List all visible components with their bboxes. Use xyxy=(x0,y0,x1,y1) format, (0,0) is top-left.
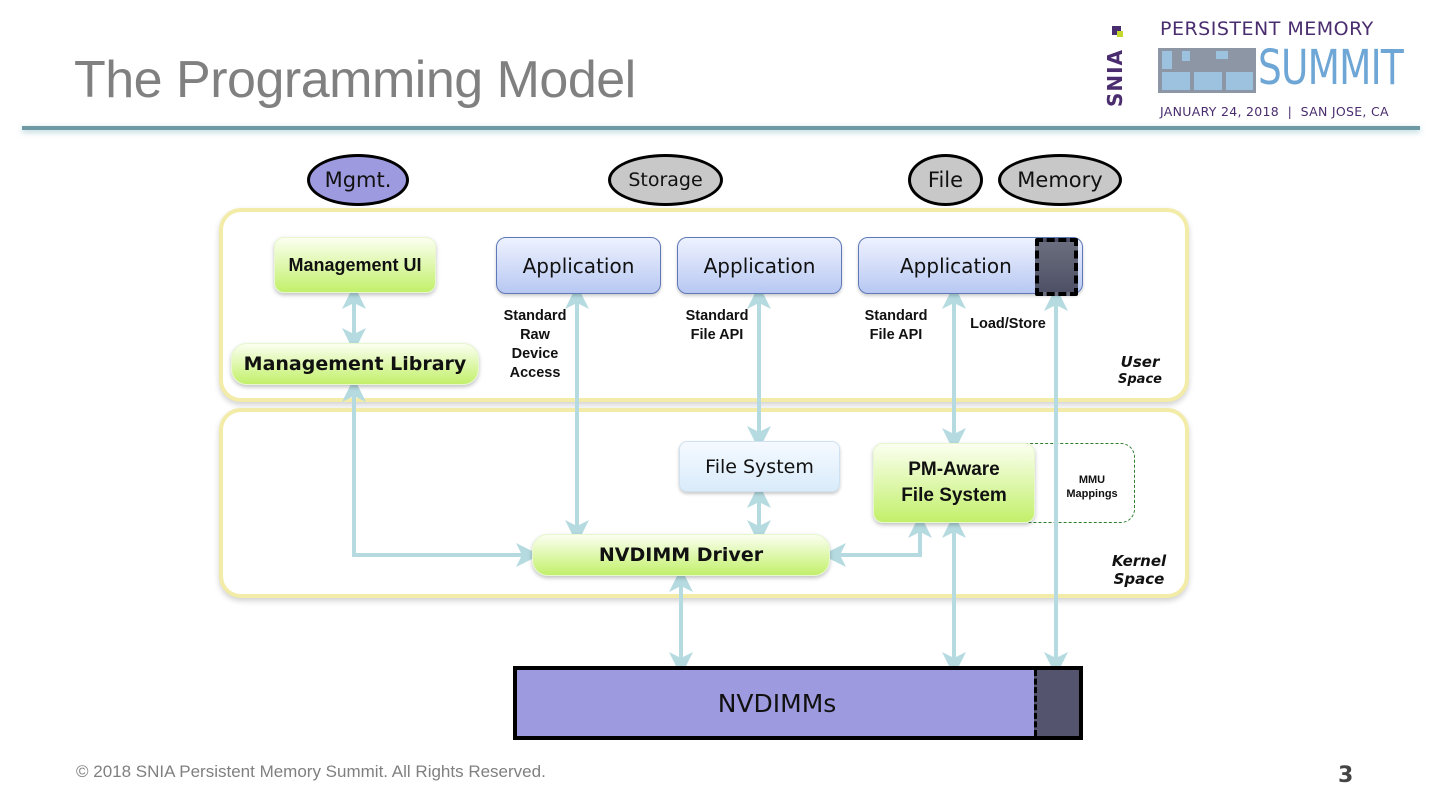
application-file-label: Application xyxy=(703,253,816,278)
category-memory-oval: Memory xyxy=(998,154,1122,206)
logo-summit: SUMMIT xyxy=(1258,40,1404,96)
file-api-1-line2: File API xyxy=(690,327,744,343)
management-library-label: Management Library xyxy=(243,353,467,375)
category-mgmt-oval: Mgmt. xyxy=(307,154,409,206)
file-api-2-line1: Standard xyxy=(864,308,928,324)
pm-aware-file-system-box: PM-Aware File System xyxy=(873,443,1035,523)
raw-line1: Standard xyxy=(503,308,567,324)
category-file-oval: File xyxy=(908,154,983,206)
raw-device-access-label: Standard Raw Device Access xyxy=(490,307,580,383)
file-system-box: File System xyxy=(679,441,840,492)
raw-line4: Access xyxy=(509,365,561,381)
user-space-line2: Space xyxy=(1118,372,1162,387)
management-ui-label: Management UI xyxy=(288,254,422,275)
pm-summit-logo: SNIA PERSISTENT MEMORY SUMMIT JANUARY 24… xyxy=(1103,18,1420,122)
file-system-label: File System xyxy=(705,455,814,478)
application-storage-box: Application xyxy=(496,237,661,294)
mmu-mappings-label: MMU Mappings xyxy=(1052,473,1132,501)
file-api-1-line1: Standard xyxy=(685,308,749,324)
category-storage-label: Storage xyxy=(628,169,703,191)
management-library-box: Management Library xyxy=(231,343,479,385)
page-number: 3 xyxy=(1338,763,1354,788)
user-space-line1: User xyxy=(1120,353,1160,371)
category-file-label: File xyxy=(927,168,964,192)
title-divider xyxy=(22,126,1420,130)
nvdimm-driver-label: NVDIMM Driver xyxy=(598,544,764,566)
kernel-space-line1: Kernel xyxy=(1111,552,1167,570)
slide-title: The Programming Model xyxy=(74,51,636,109)
category-mgmt-label: Mgmt. xyxy=(324,168,392,192)
mmu-label-line2: Mappings xyxy=(1066,488,1118,500)
raw-line2: Raw xyxy=(520,327,550,343)
logo-pm-block-icon xyxy=(1158,48,1256,93)
snia-logo-accent-icon xyxy=(1117,31,1123,37)
mmu-mappings-region xyxy=(1010,443,1135,523)
nvdimms-label: NVDIMMs xyxy=(717,688,837,718)
application-memory-label: Application xyxy=(900,253,1012,278)
load-store-label: Load/Store xyxy=(963,315,1053,334)
nvdimm-driver-box: NVDIMM Driver xyxy=(532,534,830,576)
user-space-label: User Space xyxy=(1105,353,1175,389)
snia-wordmark: SNIA xyxy=(1103,40,1136,118)
file-api-2-line2: File API xyxy=(869,327,923,343)
snia-logo-square-icon xyxy=(1112,26,1121,35)
logo-date-location: JANUARY 24, 2018 | SAN JOSE, CA xyxy=(1160,104,1389,119)
mapped-memory-region xyxy=(1035,238,1078,296)
pm-aware-line1: PM-Aware xyxy=(908,459,1000,480)
raw-line3: Device xyxy=(511,346,559,362)
kernel-space-line2: Space xyxy=(1113,570,1165,588)
nvdimms-box: NVDIMMs xyxy=(513,666,1083,740)
copyright-footer: © 2018 SNIA Persistent Memory Summit. Al… xyxy=(76,762,546,781)
logo-persistent-memory: PERSISTENT MEMORY xyxy=(1160,18,1374,40)
load-store-text: Load/Store xyxy=(970,316,1046,332)
nvdimm-mapped-region xyxy=(1034,670,1079,736)
file-api-1-label: Standard File API xyxy=(672,307,762,345)
category-memory-label: Memory xyxy=(1017,168,1103,192)
pm-aware-line2: File System xyxy=(901,485,1007,506)
category-storage-oval: Storage xyxy=(608,154,723,206)
application-file-box: Application xyxy=(677,237,842,294)
file-api-2-label: Standard File API xyxy=(851,307,941,345)
kernel-space-label: Kernel Space xyxy=(1103,552,1175,588)
application-storage-label: Application xyxy=(522,253,635,278)
management-ui-box: Management UI xyxy=(274,237,436,293)
mmu-label-line1: MMU xyxy=(1078,474,1106,486)
snia-text: SNIA xyxy=(1103,48,1128,108)
